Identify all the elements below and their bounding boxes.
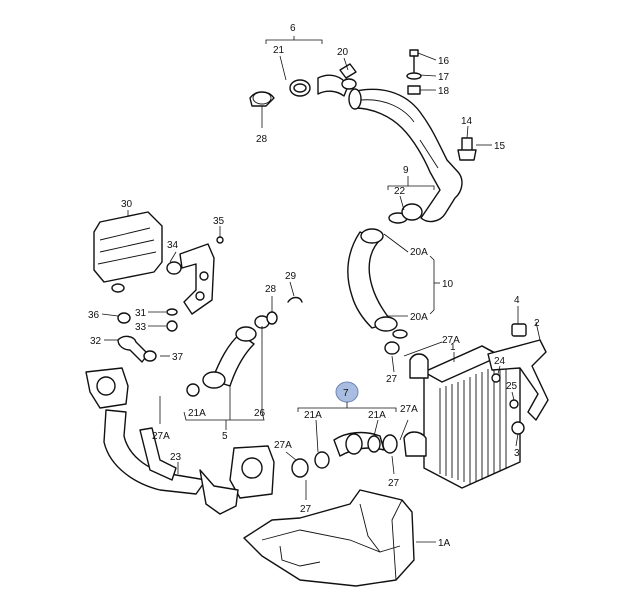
callout-1A: 1A (438, 538, 451, 549)
center-left-hose (186, 296, 303, 397)
callout-21A-center: 21A (304, 410, 322, 421)
intercooler-fins (439, 364, 507, 484)
callout-21A-right: 21A (368, 410, 386, 421)
callout-28-top: 28 (256, 134, 268, 145)
callout-31: 31 (135, 308, 147, 319)
callout-2: 2 (534, 318, 540, 329)
callout-10: 10 (442, 279, 454, 290)
callout-22: 22 (394, 186, 406, 197)
callout-35: 35 (213, 216, 225, 227)
callout-21A-left: 21A (188, 408, 206, 419)
callout-20A-lower: 20A (410, 312, 428, 323)
callout-6: 6 (290, 23, 296, 34)
callout-3: 3 (514, 448, 520, 459)
callout-7: 7 (343, 388, 349, 399)
callout-18: 18 (438, 86, 450, 97)
callout-15: 15 (494, 141, 506, 152)
callout-4: 4 (514, 295, 520, 306)
callout-26: 26 (254, 408, 266, 419)
callout-32: 32 (90, 336, 102, 347)
callout-27A-right: 27A (400, 404, 418, 415)
callout-21-top: 21 (273, 45, 285, 56)
callout-25: 25 (506, 381, 518, 392)
callout-14: 14 (461, 116, 473, 127)
callout-24: 24 (494, 356, 506, 367)
resonator-bracket (166, 236, 224, 332)
upper-charge-pipe (249, 63, 463, 223)
mounting-bracket (487, 323, 549, 421)
resonator (93, 211, 182, 293)
callout-9: 9 (403, 165, 409, 176)
callout-5: 5 (222, 431, 228, 442)
callout-16: 16 (438, 56, 450, 67)
callout-33: 33 (135, 322, 147, 333)
callout-27-bottom-left: 27 (300, 504, 312, 515)
callout-1: 1 (450, 342, 456, 353)
callout-34: 34 (167, 240, 179, 251)
bolt-assembly (406, 49, 422, 95)
callout-37: 37 (172, 352, 184, 363)
callout-27A-left: 27A (152, 431, 170, 442)
callout-27-mid: 27 (386, 374, 398, 385)
callout-23: 23 (170, 452, 182, 463)
callout-27A-intercooler: 27A (442, 335, 460, 346)
callout-20A-upper: 20A (410, 247, 428, 258)
right-charge-hose (347, 203, 423, 355)
callout-27-lower-right: 27 (388, 478, 400, 489)
pressure-sensor (457, 137, 477, 161)
callout-29: 29 (285, 271, 297, 282)
callout-27A-lower: 27A (274, 440, 292, 451)
air-guide-duct (243, 489, 415, 587)
callout-17: 17 (438, 72, 450, 83)
leader-lines (101, 36, 541, 543)
callout-labels: 6 21 20 16 17 18 28 14 15 9 22 20A 10 30… (88, 23, 540, 549)
callout-36: 36 (88, 310, 100, 321)
left-pipe-assembly (85, 312, 275, 515)
lower-charge-hose (291, 381, 398, 478)
callout-28-mid: 28 (265, 284, 277, 295)
callout-20-top: 20 (337, 47, 349, 58)
callout-30: 30 (121, 199, 133, 210)
